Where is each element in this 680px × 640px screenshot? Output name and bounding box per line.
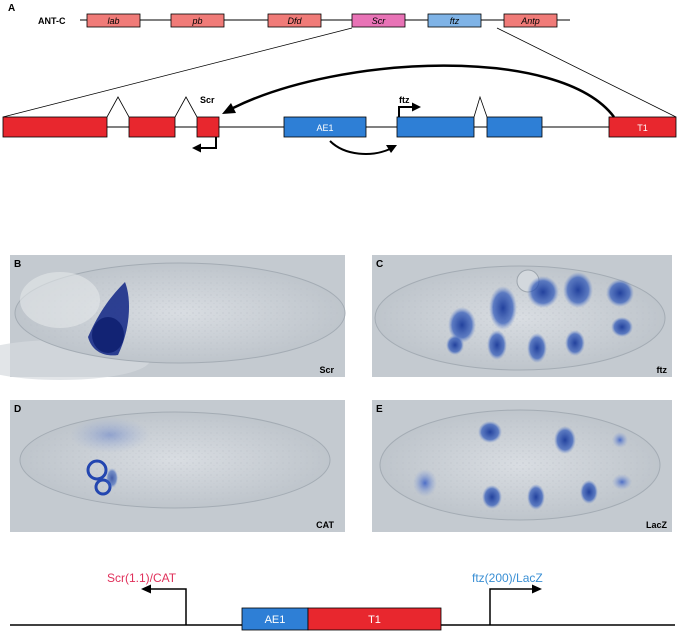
embryo-panel-c: C ftz [372, 255, 672, 377]
ftz-exon-2 [486, 116, 543, 138]
ftz-promoter-arrow [398, 106, 414, 117]
gene-scr-label: Scr [372, 16, 387, 26]
ftz-exon-1 [396, 116, 475, 138]
panel-label-b: B [14, 259, 21, 270]
gene-ftz-label: ftz [450, 16, 460, 26]
embryo-d-label: CAT [316, 520, 334, 530]
gene-pb: pb [170, 13, 225, 28]
gene-antp-label: Antp [520, 16, 540, 26]
gene-ftz: ftz [427, 13, 482, 28]
embryo-panel-d: D CAT [10, 400, 345, 532]
panel-label-e: E [376, 404, 383, 415]
embryo-b-label: Scr [319, 365, 334, 375]
scr-intron-1 [106, 96, 130, 118]
gene-lab: lab [86, 13, 141, 28]
gene-dfd-label: Dfd [287, 16, 302, 26]
scr-zoom-label: Scr [200, 95, 215, 105]
panel-label-a: A [8, 3, 15, 14]
cat-promoter-arrowhead [141, 584, 151, 594]
ae1-to-ftz-arrowhead [386, 145, 397, 153]
scr-promoter-arrowhead [192, 143, 201, 153]
scr-exon-1 [2, 116, 108, 138]
scr-intron-2 [174, 96, 198, 118]
embryo-panel-e: E LacZ [372, 400, 672, 532]
t1-zoom-label: T1 [637, 123, 648, 133]
t1-box [608, 116, 677, 138]
ae1-to-ftz-arc [329, 140, 391, 155]
embryo-panel-b: B Scr [0, 255, 346, 380]
panel-label-d: D [14, 404, 21, 415]
embryo-c-label: ftz [657, 365, 668, 375]
scr-exon-3 [196, 116, 220, 138]
t1-to-scr-arrowhead [222, 103, 236, 114]
gene-lab-label: lab [107, 16, 119, 26]
ae1-zoom-label: AE1 [316, 123, 333, 133]
ftz-zoom-label: ftz [399, 95, 410, 105]
gene-antp: Antp [503, 13, 558, 28]
construct-t1-label: T1 [368, 614, 381, 626]
construct-t1-box [307, 607, 442, 631]
lacz-construct-label: ftz(200)/LacZ [472, 571, 543, 585]
scr-exon-2 [128, 116, 176, 138]
lacz-promoter-arrowhead [532, 584, 542, 594]
embryo-e-label: LacZ [646, 520, 668, 530]
cat-construct-label: Scr(1.1)/CAT [107, 571, 177, 585]
construct-ae1-label: AE1 [265, 614, 286, 626]
gene-pb-label: pb [191, 16, 202, 26]
ftz-promoter-arrowhead [412, 102, 421, 112]
t1-to-scr-arc [232, 64, 615, 118]
zoom-line-right [496, 27, 677, 118]
zoom-line-left [2, 27, 353, 118]
gene-dfd: Dfd [267, 13, 322, 28]
cat-promoter-arrow [150, 588, 187, 625]
scr-promoter-arrow [199, 137, 217, 149]
lacz-promoter-arrow [489, 588, 533, 625]
ftz-intron [473, 95, 488, 118]
panel-label-c: C [376, 259, 383, 270]
gene-scr: Scr [351, 13, 406, 28]
ae1-box [283, 116, 367, 138]
complex-label: ANT-C [38, 16, 66, 26]
